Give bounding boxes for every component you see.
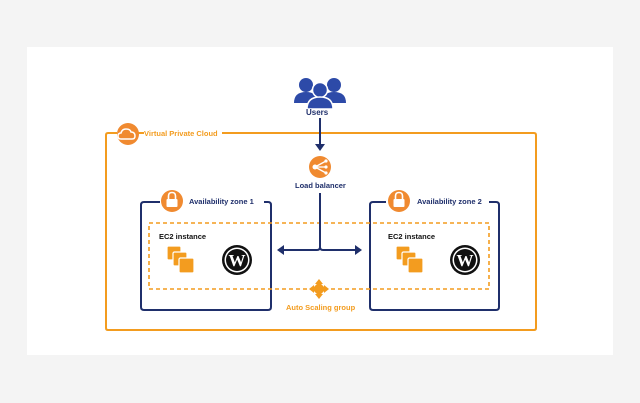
users-to-lb-arrowhead <box>315 144 325 151</box>
vpc-border <box>105 132 537 331</box>
arrow-left-head <box>277 245 284 255</box>
zone-2-instance-label: EC2 instance <box>388 232 436 241</box>
wordpress-icon: W <box>222 245 252 275</box>
cloud-icon <box>117 123 139 145</box>
zone-1-instance-label: EC2 instance <box>159 232 207 241</box>
zone-2-border <box>369 201 500 311</box>
lock-icon <box>161 190 183 212</box>
ec2-instances-icon <box>166 245 195 274</box>
load-balancer-label: Load balancer <box>295 181 346 190</box>
load-balancer-icon <box>309 156 331 178</box>
zone-2-label: Availability zone 2 <box>417 197 482 206</box>
zone-1-label: Availability zone 1 <box>189 197 254 206</box>
lb-split-line <box>283 246 356 251</box>
lock-icon <box>388 190 410 212</box>
zone-1-border <box>140 201 272 311</box>
arrow-right-head <box>355 245 362 255</box>
auto-scaling-icon <box>309 279 329 299</box>
ec2-instances-icon <box>395 245 424 274</box>
svg-text:W: W <box>229 251 246 270</box>
users-icon <box>294 78 346 110</box>
auto-scaling-label: Auto Scaling group <box>286 303 356 312</box>
svg-text:W: W <box>457 251 474 270</box>
wordpress-icon: W <box>450 245 480 275</box>
vpc-label: Virtual Private Cloud <box>144 129 222 138</box>
users-label: Users <box>306 108 329 117</box>
